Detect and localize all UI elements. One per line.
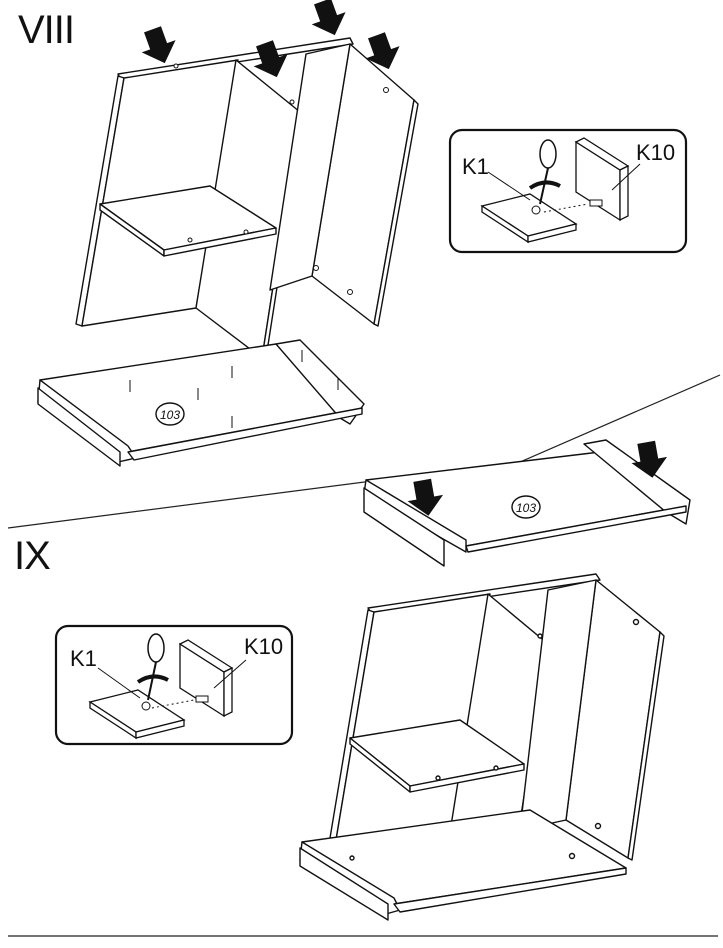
detail-box-viii [448,128,688,254]
detail-box-ix [54,624,294,746]
right-side-panel-edge [373,99,419,327]
part-number-badge [511,495,541,519]
detail-tool-label: K1 [70,646,97,671]
step-number-viii: VIII [18,8,75,52]
detail-tool-label: K1 [462,154,489,179]
part-number-label: 103 [160,408,180,422]
base-front-edge [127,407,363,461]
screwdriver-icon [539,139,557,205]
part-number-badge [155,402,185,426]
step-ix-cabinet-drawing [299,573,665,921]
back-strip [269,43,351,291]
dowel-icon [151,695,209,709]
rotate-arrow-icon [528,180,561,190]
dowel-group [129,63,389,428]
screwdriver-icon [147,633,165,701]
detail-fastener-label: K10 [636,140,675,165]
part-number-label: 103 [516,501,536,515]
shelf-side-edge [163,227,277,257]
dowel-icon [543,199,603,213]
down-arrow-icon [305,0,352,42]
detail-fastener-label: K10 [244,634,283,659]
base-plinth-front-face [37,387,121,467]
down-arrow-icon [135,23,182,70]
step-viii-drawing [37,37,419,467]
step-number-ix: IX [14,534,51,578]
step-ix-base-drawing [363,439,691,567]
rotate-arrow-icon [136,674,169,684]
